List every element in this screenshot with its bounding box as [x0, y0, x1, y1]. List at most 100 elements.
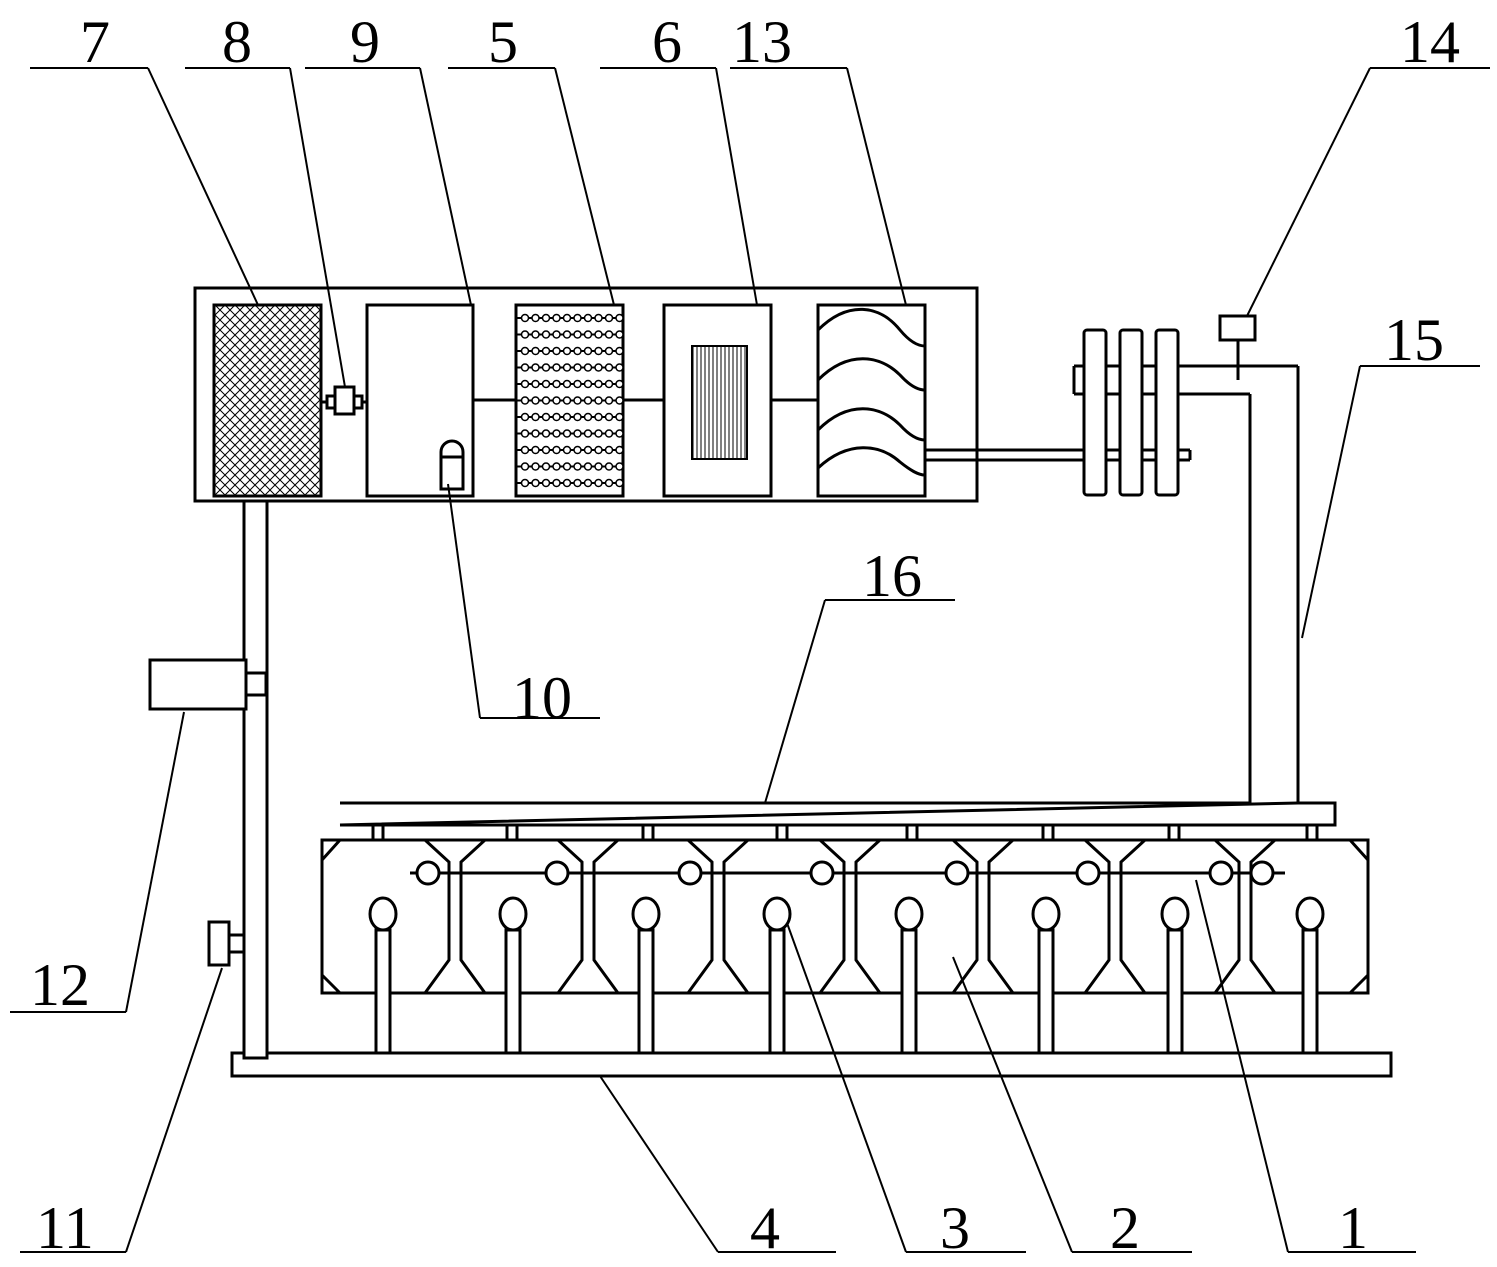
cell-bulb: [498, 896, 528, 932]
cell-stem: [900, 928, 918, 1055]
cell-divider: [686, 838, 750, 994]
media-bead: [520, 412, 530, 422]
cell-bulb: [1031, 896, 1061, 932]
media-bead: [594, 462, 603, 471]
media-bead: [520, 429, 530, 438]
media-bead: [541, 313, 551, 323]
label-1: 1: [1338, 1195, 1368, 1261]
media-bead: [520, 313, 530, 323]
media-bead: [573, 346, 582, 356]
cell-divider: [1083, 838, 1147, 994]
label-14: 14: [1400, 9, 1460, 75]
fan-discs: [1072, 328, 1250, 497]
rod-roller: [677, 860, 703, 886]
cell-divider: [951, 838, 1015, 994]
media-bead: [583, 396, 593, 405]
media-bead: [583, 363, 593, 372]
media-bead: [531, 412, 540, 422]
component-7-filter: [212, 303, 323, 498]
media-bead: [562, 478, 572, 488]
media-bead: [615, 363, 624, 372]
label-2: 2: [1110, 1195, 1140, 1261]
media-bead: [594, 445, 603, 455]
media-bead: [583, 379, 593, 389]
media-bead: [552, 379, 561, 389]
component-12-box: [148, 658, 268, 711]
rod-roller: [1075, 860, 1101, 886]
media-bead: [573, 412, 582, 422]
media-bead: [541, 363, 551, 372]
media-bead: [615, 330, 624, 339]
media-bead: [520, 478, 530, 488]
media-bead: [552, 412, 561, 422]
label-7: 7: [80, 9, 110, 75]
media-bead: [520, 363, 530, 372]
media-bead: [562, 363, 572, 372]
media-bead: [573, 445, 582, 455]
component-2-cells: [320, 838, 1370, 1055]
component-13-wave-unit: [816, 303, 927, 498]
media-bead: [541, 462, 551, 471]
cell-bulb: [762, 896, 792, 932]
media-bead: [615, 445, 624, 455]
media-bead: [594, 346, 603, 356]
media-bead: [583, 478, 593, 488]
media-bead: [594, 478, 603, 488]
media-bead: [604, 478, 614, 488]
rod-roller: [944, 860, 970, 886]
media-bead: [594, 429, 603, 438]
cell-stem: [1166, 928, 1184, 1055]
manifold-nozzles: [371, 823, 1319, 849]
media-bead: [604, 346, 614, 356]
media-bead: [541, 330, 551, 339]
media-bead: [552, 429, 561, 438]
label-15: 15: [1384, 307, 1444, 373]
rod-roller: [809, 860, 835, 886]
media-bead: [531, 379, 540, 389]
label-13: 13: [732, 9, 792, 75]
cell-bulb: [1295, 896, 1325, 932]
media-bead: [520, 445, 530, 455]
media-bead: [520, 379, 530, 389]
media-bead: [531, 462, 540, 471]
left-pipe: [242, 499, 269, 1060]
media-bead: [573, 363, 582, 372]
media-bead: [552, 330, 561, 339]
cell-divider: [423, 838, 487, 994]
label-6: 6: [652, 9, 682, 75]
media-bead: [604, 379, 614, 389]
media-bead: [573, 396, 582, 405]
media-bead: [541, 412, 551, 422]
media-bead: [562, 330, 572, 339]
media-bead: [583, 445, 593, 455]
component-5-media: [514, 303, 625, 498]
media-bead: [594, 363, 603, 372]
label-8: 8: [222, 9, 252, 75]
media-bead: [552, 478, 561, 488]
media-bead: [541, 445, 551, 455]
label-12: 12: [30, 952, 90, 1018]
component-6-unit: [662, 303, 773, 498]
media-bead: [520, 330, 530, 339]
media-bead: [583, 313, 593, 323]
media-bead: [541, 346, 551, 356]
media-bead: [583, 346, 593, 356]
media-bead: [615, 379, 624, 389]
media-bead: [594, 412, 603, 422]
media-bead: [552, 462, 561, 471]
label-10: 10: [512, 665, 572, 731]
media-bead: [562, 462, 572, 471]
cell-corner: [320, 838, 1370, 995]
cell-stem: [768, 928, 786, 1055]
media-bead: [573, 462, 582, 471]
media-bead: [604, 429, 614, 438]
media-bead: [531, 363, 540, 372]
media-bead: [573, 379, 582, 389]
media-bead: [594, 379, 603, 389]
media-bead: [552, 346, 561, 356]
media-bead: [541, 478, 551, 488]
media-bead: [573, 478, 582, 488]
media-bead: [562, 313, 572, 323]
media-bead: [583, 462, 593, 471]
label-5: 5: [488, 9, 518, 75]
